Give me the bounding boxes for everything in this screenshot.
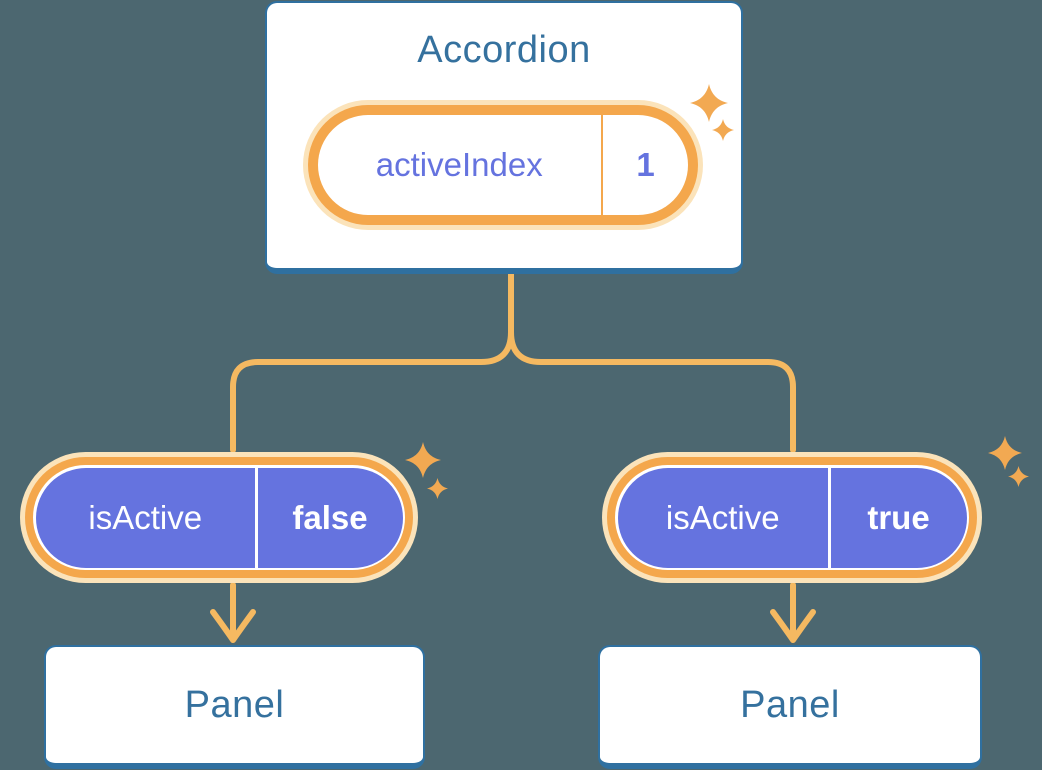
- prop-pill-ring: isActive false: [25, 457, 413, 578]
- arrow-right-head: [770, 609, 816, 643]
- state-value: 1: [636, 146, 655, 183]
- accordion-title: Accordion: [417, 29, 591, 71]
- prop-pill-body: isActive true: [617, 467, 967, 568]
- prop-name-label: isActive: [665, 498, 780, 536]
- panel-node-left: Panel: [44, 645, 425, 769]
- prop-pill-divider: [828, 467, 831, 568]
- sparkle-icon: [988, 436, 1022, 470]
- sparkle-icon: [1008, 466, 1029, 487]
- prop-pill-isactive-true: isActive true: [602, 452, 982, 583]
- sparkle-icon: [712, 119, 734, 141]
- state-pill-body: activeIndex 1: [318, 115, 688, 215]
- sparkle-icon: [427, 478, 448, 499]
- prop-pill-inner-ring: isActive false: [33, 465, 405, 570]
- branch-left-line: [230, 267, 514, 453]
- sparkle-icon: [690, 84, 728, 122]
- prop-pill-inner-ring: isActive true: [615, 465, 969, 570]
- state-name-label: activeIndex: [375, 146, 543, 183]
- state-pill-ring: activeIndex 1: [308, 105, 698, 225]
- prop-name-label: isActive: [88, 498, 203, 536]
- state-pill-divider: [600, 115, 603, 215]
- arrow-left-head: [210, 609, 256, 643]
- state-pill: activeIndex 1: [303, 100, 703, 230]
- prop-pill-ring: isActive true: [607, 457, 977, 578]
- prop-value: true: [867, 498, 930, 536]
- prop-value: false: [292, 498, 368, 536]
- sparkle-icon: [405, 442, 441, 478]
- branch-right-line: [508, 267, 796, 453]
- prop-pill-divider: [255, 467, 258, 568]
- panel-node-right: Panel: [598, 645, 982, 769]
- prop-pill-body: isActive false: [35, 467, 403, 568]
- prop-pill-isactive-false: isActive false: [20, 452, 418, 583]
